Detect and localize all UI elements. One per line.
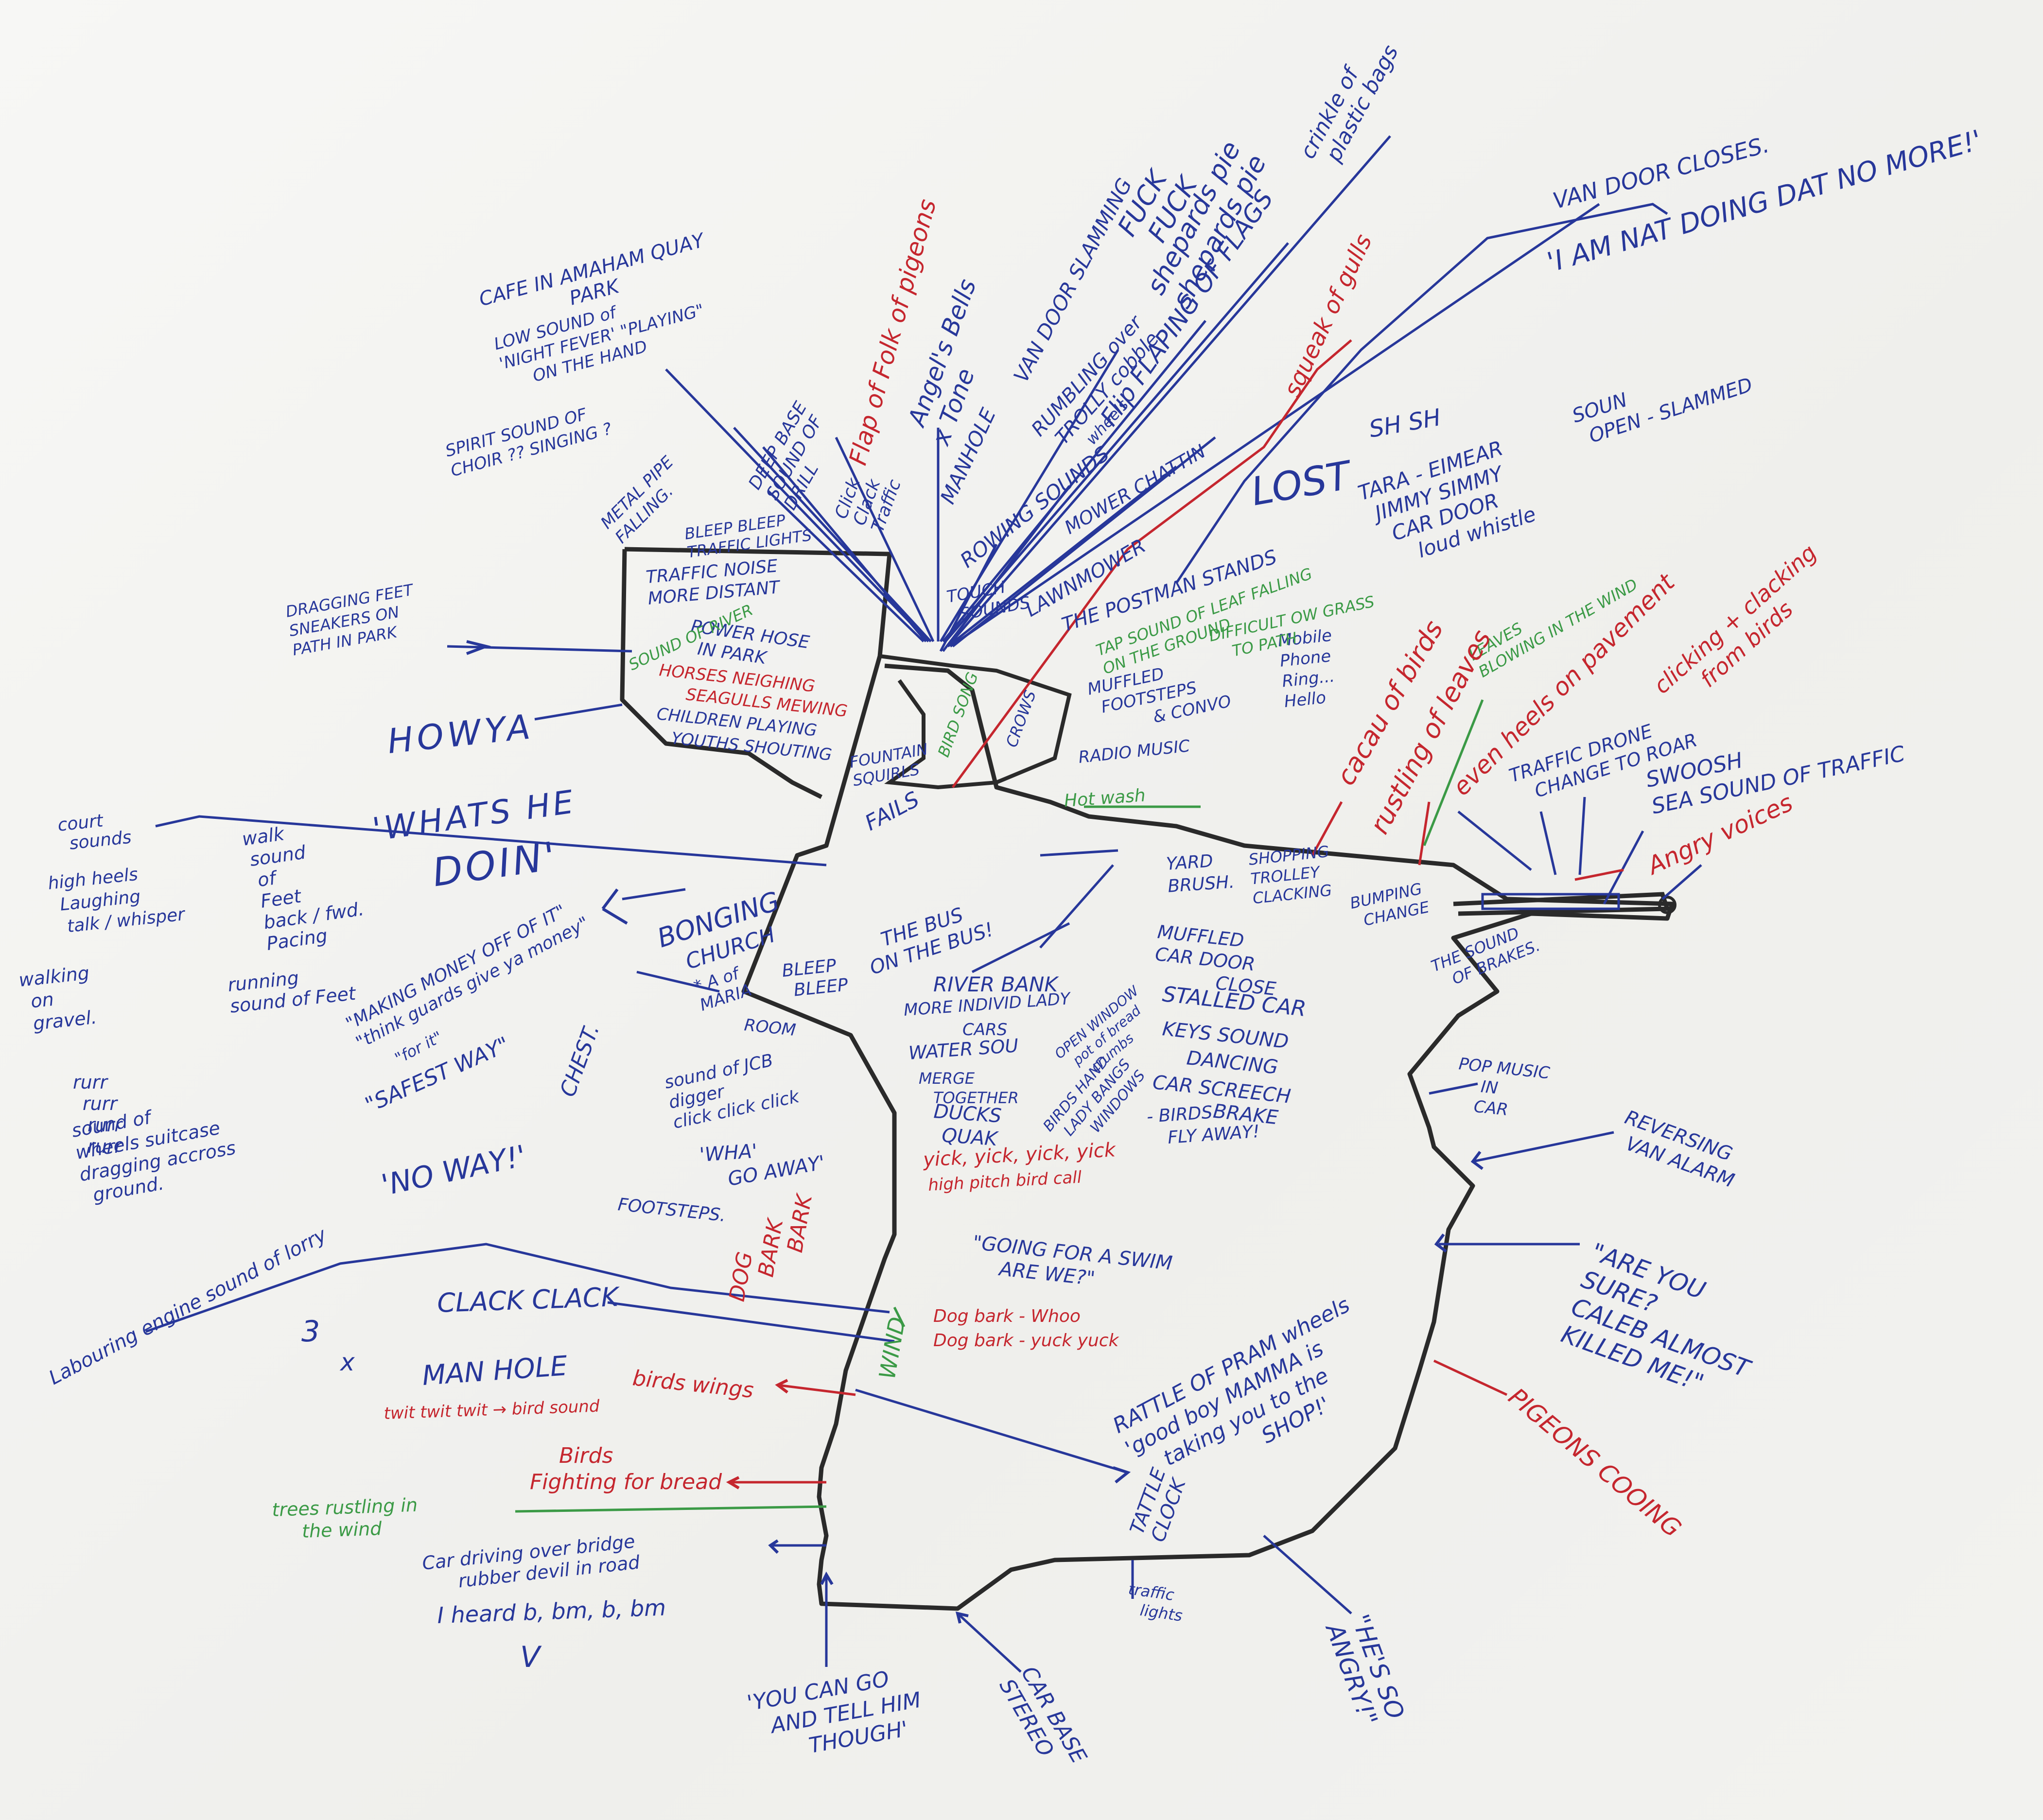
label-heels: high heelsLaughingtalk / whisper bbox=[47, 860, 187, 938]
label-dog-bark: DOGBARKBARK bbox=[725, 1183, 818, 1312]
label-tattle: TATTLECLOCK bbox=[1126, 1465, 1191, 1545]
label-cars: CARS bbox=[962, 1020, 1007, 1040]
label-squeak: squeak of gulls bbox=[1278, 230, 1378, 401]
arrowheads bbox=[466, 640, 1484, 1624]
label-keys: KEYS SOUND bbox=[1161, 1018, 1290, 1053]
label-lorry: Labouring engine sound of lorry bbox=[45, 1223, 331, 1389]
label-making-money: "MAKING MONEY OFF OF IT""think guards gi… bbox=[343, 894, 593, 1053]
label-tara: TARA - EIMEARJIMMY SIMMYCAR DOORloud whi… bbox=[1355, 433, 1539, 574]
connector-lines-green bbox=[515, 699, 1484, 1513]
label-traffic-noise: TRAFFIC NOISEMORE DISTANT bbox=[645, 556, 782, 609]
label-bird-song: BIRD SONG bbox=[934, 670, 982, 760]
connector-lines-red bbox=[729, 339, 1624, 1484]
label-v: V bbox=[520, 1640, 542, 1674]
label-shopping: SHOPPINGTROLLEYCLACKING bbox=[1248, 842, 1334, 908]
label-you-can-go: 'YOU CAN GOAND TELL HIMTHOUGH' bbox=[745, 1662, 927, 1768]
label-no-way: 'NO WAY!' bbox=[379, 1139, 529, 1202]
label-hes-so: "HE'S SOANGRY!" bbox=[1320, 1609, 1410, 1732]
label-ducks: DUCKSQUAK bbox=[931, 1100, 1002, 1151]
label-high-pitch: high pitch bird call bbox=[927, 1167, 1082, 1195]
label-bumping: BUMPINGCHANGE bbox=[1348, 879, 1432, 932]
label-bonging: BONGINGCHURCH* A ofMARIA bbox=[654, 885, 805, 1021]
label-three: 3 bbox=[301, 1315, 320, 1349]
label-spirit-choir: SPIRIT SOUND OFCHOIR ?? SINGING ? bbox=[443, 399, 614, 481]
label-dog-yuck: Dog bark - yuck yuck bbox=[933, 1331, 1120, 1351]
label-trees: trees rustling inthe wind bbox=[272, 1494, 419, 1543]
label-clicking: clicking + clackingfrom birds bbox=[1648, 539, 1839, 719]
label-muffled-car: MUFFLEDCAR DOORCLOSE bbox=[1152, 921, 1281, 1000]
label-twit: twit twit twit → bird sound bbox=[384, 1397, 600, 1423]
label-bleep2: BLEEPBLEEP bbox=[781, 954, 849, 1001]
label-wha: 'WHA' bbox=[698, 1140, 758, 1166]
label-radio: RADIO MUSIC bbox=[1078, 736, 1191, 767]
label-river-bank: RIVER BANK bbox=[933, 972, 1059, 996]
map-outline bbox=[620, 547, 1675, 1611]
label-car-base: CAR BASESTEREO bbox=[994, 1662, 1091, 1780]
label-yard: YARDBRUSH. bbox=[1166, 849, 1235, 896]
label-wind: WIND bbox=[874, 1315, 911, 1381]
label-bus: THE BUSON THE BUS! bbox=[860, 896, 996, 979]
label-power-hose: POWER HOSEIN PARK bbox=[687, 616, 811, 674]
arrowheads-red bbox=[726, 1379, 788, 1490]
label-slammed: SOUNOPEN - SLAMMED bbox=[1570, 350, 1755, 451]
label-water-sou: WATER SOU bbox=[908, 1035, 1019, 1064]
label-i-heard: I heard b, bm, b, bm bbox=[437, 1595, 666, 1629]
label-whats: 'WHATS HEDOIN' bbox=[370, 783, 586, 903]
connector-lines-blue bbox=[145, 135, 1702, 1673]
label-clack: CLACK CLACK bbox=[437, 1282, 620, 1318]
label-fails: FAILS bbox=[861, 787, 923, 836]
van-door-line bbox=[1175, 203, 1668, 584]
label-deep-base: DEEP BASESOUND OFDRILL bbox=[745, 398, 846, 513]
label-are-you-sure: "ARE YOUSURE?CALEB ALMOSTKILLED ME!" bbox=[1557, 1238, 1775, 1411]
label-footsteps: FOOTSTEPS. bbox=[617, 1195, 727, 1226]
label-pop-music: POP MUSICINCAR bbox=[1453, 1054, 1551, 1124]
label-walk: walksoundofFeetback / fwd.Pacing bbox=[241, 814, 368, 956]
label-chest: CHEST. bbox=[555, 1021, 604, 1100]
label-howya: HOWYA bbox=[385, 707, 536, 762]
label-crinkle: crinkle ofplastic bags bbox=[1295, 30, 1403, 174]
label-room: ROOM bbox=[743, 1015, 797, 1040]
label-dancing: DANCING bbox=[1186, 1047, 1279, 1078]
boat-hatch bbox=[1481, 893, 1620, 910]
label-jcb: sound of JCBdiggerclick click click bbox=[663, 1046, 802, 1133]
label-traffic-lights: trafficlights bbox=[1124, 1579, 1186, 1625]
pier bbox=[1453, 892, 1671, 916]
label-drag-feet: DRAGGING FEETSNEAKERS ONPATH IN PARK bbox=[284, 580, 422, 659]
label-going-swim: "GOING FOR A SWIMARE WE?" bbox=[969, 1231, 1173, 1298]
label-metal-pipe: METAL PIPEFALLING. bbox=[597, 452, 692, 548]
label-car-bridge: Car driving over bridgerubber devil in r… bbox=[421, 1530, 641, 1595]
label-click-clack: ClickClackTraffic bbox=[831, 464, 905, 535]
label-crows: CROWS bbox=[1002, 688, 1040, 749]
label-manhole: MAN HOLE bbox=[421, 1350, 569, 1392]
map-inner-loop bbox=[879, 654, 1072, 790]
label-pigeons: PIGEONS COOING bbox=[1503, 1383, 1687, 1543]
label-lost: LOST bbox=[1248, 452, 1357, 515]
label-court: courtsounds bbox=[57, 808, 133, 855]
pier-end bbox=[1658, 896, 1676, 914]
label-fountain: FOUNTAINSQUIRLS bbox=[848, 740, 933, 790]
label-sh: SH SH bbox=[1367, 404, 1443, 443]
label-reversing: REVERSINGVAN ALARM bbox=[1613, 1106, 1745, 1192]
label-bird-wings: birds wings bbox=[631, 1366, 755, 1403]
label-dog-whoo: Dog bark - Whoo bbox=[933, 1306, 1081, 1326]
label-times: x bbox=[339, 1348, 355, 1376]
label-walking: walkingongravel. bbox=[17, 962, 98, 1035]
label-running: runningsound of Feet bbox=[227, 961, 358, 1017]
